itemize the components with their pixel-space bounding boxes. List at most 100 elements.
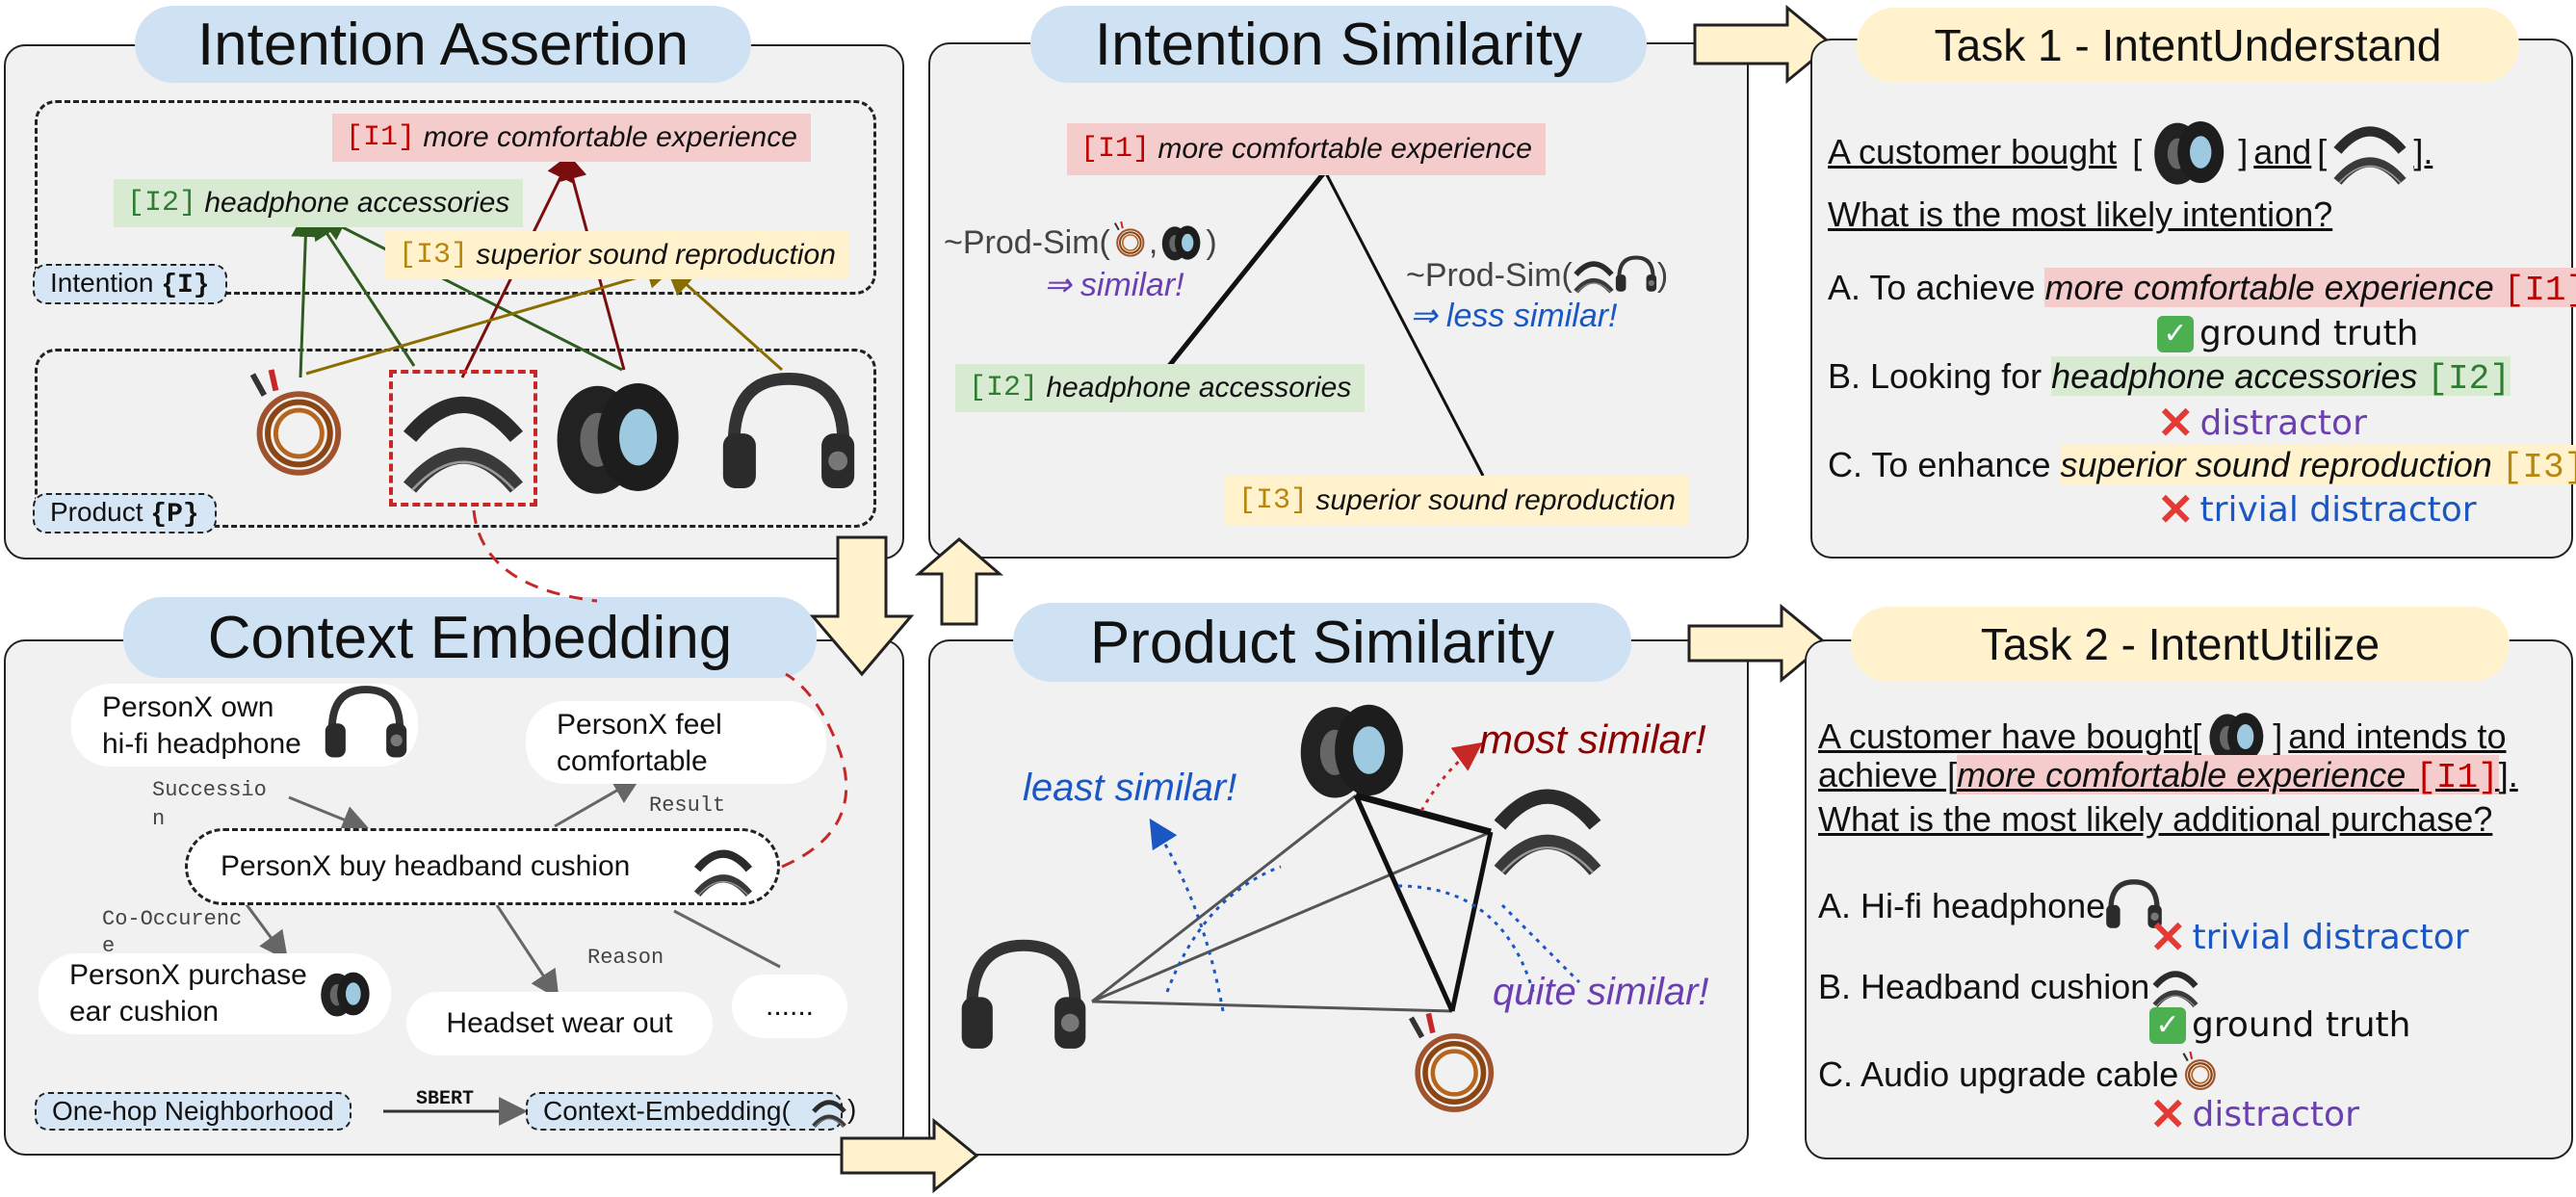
task1-title: Task 1 - IntentUnderstand — [1857, 8, 2519, 83]
cross-icon: ✕ — [2157, 484, 2195, 534]
cross-icon: ✕ — [2149, 912, 2187, 962]
task2-q-line1-a: A customer have bought — [1818, 716, 2193, 756]
intention-similarity-panel — [928, 42, 1749, 559]
context-embedding-label: Context-Embedding( — [526, 1092, 843, 1131]
ear-cushion-icon — [2154, 121, 2225, 185]
task1-b-prefix: B. Looking for — [1828, 356, 2052, 396]
intention-similarity-triangle — [1167, 169, 1485, 477]
task1-option-c: C. To enhance superior sound reproductio… — [1828, 445, 2576, 487]
task1-a-prefix: A. To achieve — [1828, 268, 2045, 307]
check-icon: ✓ — [2149, 1006, 2186, 1044]
task1-c-status: ✕ trivial distractor — [2157, 487, 2477, 532]
arrow-right-to-task1 — [1693, 4, 1834, 85]
node-feel-line2: comfortable — [557, 745, 708, 777]
task2-title: Task 2 - IntentUtilize — [1851, 607, 2510, 682]
less-similar-label: ⇒ less similar! — [1410, 298, 1618, 334]
node-buy-headband: PersonX buy headband cushion — [185, 828, 780, 905]
task2-option-b: B. Headband cushion — [1818, 963, 2201, 1011]
rel-result: Result — [649, 794, 726, 818]
prodsim-left-prefix: ~Prod-Sim( — [944, 223, 1110, 261]
headband-icon — [2327, 114, 2413, 191]
cross-icon: ✕ — [2157, 398, 2195, 448]
cross-icon: ✕ — [2149, 1089, 2187, 1139]
similarity-i1-code: [I1] — [1080, 133, 1151, 166]
task1-question-line1: A customer bought [ ] and [ ]. — [1828, 114, 2433, 191]
task1-question: What is the most likely intention? — [1828, 195, 2333, 234]
task1-q-bracket-close2: ]. — [2413, 132, 2433, 171]
assertion-i2-tag: [I2] headphone accessories — [114, 179, 524, 227]
node-feel-line1: PersonX feel — [557, 709, 722, 741]
task2-question-line1: A customer have bought [ ] and intends t… — [1818, 707, 2506, 767]
context-embedding-title: Context Embedding — [123, 597, 817, 678]
node-center-text: PersonX buy headband cushion — [221, 850, 631, 882]
similarity-i2-code: [I2] — [969, 372, 1039, 404]
node-headset-wear-out: Headset wear out — [406, 992, 713, 1055]
assertion-i1-text: more comfortable experience — [423, 121, 797, 153]
prodsim-left-close: ) — [1206, 223, 1217, 261]
task1-q-bracket-open2: [ — [2317, 132, 2328, 171]
one-hop-neighborhood-label: One-hop Neighborhood — [35, 1092, 351, 1131]
prodsim-right: ~Prod-Sim( ) — [1406, 252, 1668, 299]
sbert-label: SBERT — [416, 1088, 475, 1110]
node-more: ...... — [732, 975, 847, 1038]
task2-a-text: A. Hi-fi headphone — [1818, 886, 2106, 925]
assertion-i3-text: superior sound reproduction — [476, 239, 836, 271]
similarity-i2-text: headphone accessories — [1046, 372, 1352, 403]
context-embedding-close-paren: ) — [847, 1094, 857, 1124]
similarity-i1-tag: [I1] more comfortable experience — [1067, 123, 1546, 175]
task2-c-status-text: distractor — [2192, 1094, 2359, 1134]
assertion-i3-tag: [I3] superior sound reproduction — [385, 231, 849, 279]
product-set-label-text: Product — [50, 497, 151, 527]
task2-q-line2-a: achieve [ — [1818, 755, 1958, 794]
check-icon: ✓ — [2157, 315, 2194, 352]
task1-c-prefix: C. To enhance — [1828, 445, 2061, 484]
task2-question: What is the most likely additional purch… — [1818, 799, 2493, 839]
task2-q-line1-b: and intends to — [2288, 716, 2507, 756]
task2-c-text: C. Audio upgrade cable — [1818, 1054, 2179, 1094]
least-similar-label: least similar! — [1023, 767, 1237, 809]
intention-set-symbol: {I} — [161, 271, 210, 300]
task1-q-and: and — [2253, 132, 2312, 171]
intention-set-box — [35, 100, 876, 295]
node-purchase-line1: PersonX purchase — [69, 959, 307, 991]
node-own-line2: hi-fi headphone — [102, 728, 301, 760]
node-more-text: ...... — [765, 990, 814, 1022]
task2-b-status: ✓ ground truth — [2149, 1005, 2410, 1045]
context-edges — [241, 509, 848, 1126]
arrow-right-context-to-product — [840, 1117, 979, 1194]
arrow-up-to-intention-similarity — [914, 537, 1004, 626]
similarity-i3-tag: [I3] superior sound reproduction — [1225, 476, 1689, 526]
intention-set-label: Intention {I} — [33, 264, 227, 304]
task2-c-status: ✕ distractor — [2149, 1092, 2359, 1136]
node-purchase-line2: ear cushion — [69, 996, 220, 1028]
quite-similar-label: quite similar! — [1493, 971, 1709, 1013]
arrow-right-to-task2 — [1687, 603, 1829, 684]
prodsim-right-prefix: ~Prod-Sim( — [1406, 256, 1573, 294]
task1-b-text: headphone accessories — [2051, 356, 2428, 396]
task1-a-status: ✓ ground truth — [2157, 314, 2418, 353]
task2-a-status: ✕ trivial distractor — [2149, 915, 2469, 959]
most-similar-label: most similar! — [1479, 716, 1706, 762]
task1-c-code: [I3] — [2501, 448, 2576, 487]
task1-c-status-text: trivial distractor — [2199, 489, 2477, 530]
similar-label: ⇒ similar! — [1044, 267, 1184, 303]
similarity-i3-code: [I3] — [1238, 484, 1309, 517]
task1-a-code: [I1] — [2503, 271, 2576, 310]
task1-b-code: [I2] — [2427, 359, 2511, 399]
task2-option-c: C. Audio upgrade cable — [1818, 1052, 2221, 1098]
similarity-i3-text: superior sound reproduction — [1315, 484, 1676, 516]
task2-question-line2: achieve [more comfortable experience [I1… — [1818, 755, 2518, 797]
task1-b-status: ✕ distractor — [2157, 401, 2367, 445]
node-own-headphone: PersonX own hi-fi headphone — [71, 684, 418, 767]
task1-option-b: B. Looking for headphone accessories [I2… — [1828, 356, 2511, 399]
prodsim-left-comma: , — [1148, 223, 1158, 261]
prodsim-left: ~Prod-Sim( , ) — [944, 221, 1217, 264]
similarity-i1-text: more comfortable experience — [1158, 133, 1532, 165]
task2-q-line2-end: ]. — [2498, 755, 2518, 794]
task1-option-a: A. To achieve more comfortable experienc… — [1828, 268, 2576, 310]
assertion-i2-code: [I2] — [127, 187, 197, 220]
arrow-down-assertion-to-context — [809, 535, 915, 677]
product-set-label: Product {P} — [33, 493, 217, 533]
assertion-i3-code: [I3] — [399, 239, 469, 272]
product-similarity-graph — [1091, 742, 1581, 1013]
